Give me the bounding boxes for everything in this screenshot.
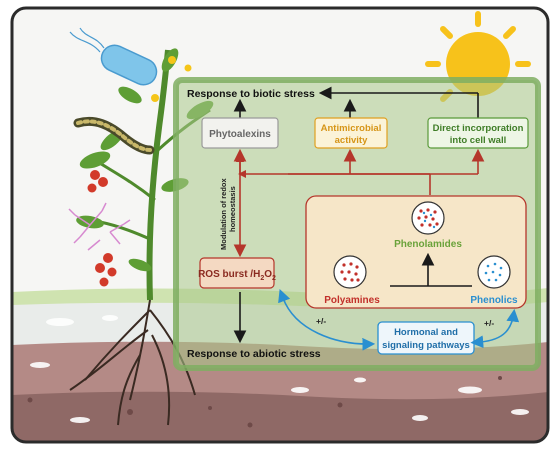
phenolics-label: Phenolics <box>470 295 518 306</box>
antimicrobial-label-line1: Antimicrobial <box>321 123 382 134</box>
ros-hormonal-arrow <box>278 289 376 351</box>
ros-burst-box <box>199 257 275 289</box>
antimicrobial-label-line2: activity <box>335 135 368 146</box>
redox-label-line1: Modulation of redox <box>219 178 228 250</box>
ros-burst-label: ROS burst /H2O2 <box>198 269 276 282</box>
incorporation-box <box>427 117 529 149</box>
pebbles <box>27 376 502 428</box>
polyamines-label: Polyamines <box>324 295 380 306</box>
phenolics-hormonal-arrow <box>470 308 520 349</box>
deep-soil-layer <box>12 391 548 442</box>
caterpillar-icon <box>73 116 155 155</box>
bacterium-icon <box>69 27 158 86</box>
outer-frame <box>10 6 550 444</box>
red-arrowhead-left <box>238 170 246 178</box>
redox-label-line2: homeostasis <box>228 186 237 232</box>
stones <box>30 315 529 423</box>
phytoalexins-box <box>201 117 279 149</box>
biotic-stress-label: Response to biotic stress <box>187 88 315 100</box>
incorporation-label-line1: Direct incorporation <box>433 123 524 134</box>
modulator-right-label: +/- <box>484 318 494 328</box>
modulator-left-label: +/- <box>316 316 326 326</box>
hormonal-label-line2: signaling pathways <box>382 340 470 351</box>
polyamines-molecule-icon <box>333 255 367 289</box>
abiotic-stress-label: Response to abiotic stress <box>187 348 321 360</box>
antimicrobial-box <box>314 117 388 149</box>
phenolics-molecule-icon <box>477 255 511 289</box>
phenolamides-molecule-icon <box>411 201 445 235</box>
phenolamides-label: Phenolamides <box>394 239 462 250</box>
hormonal-label-line1: Hormonal and <box>394 327 458 338</box>
redox-arrowhead-up <box>236 154 244 162</box>
phytoalexins-label: Phytoalexins <box>209 129 271 140</box>
roots-icon <box>69 299 196 426</box>
incorporation-label-line2: into cell wall <box>450 135 507 146</box>
